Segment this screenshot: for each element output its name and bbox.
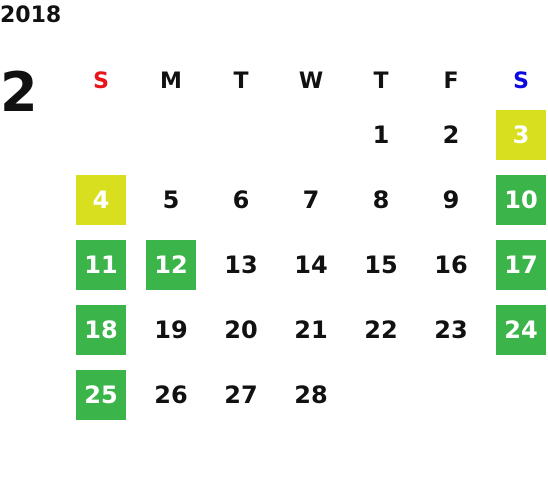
calendar-cell: 3 — [486, 102, 548, 167]
calendar-cell: 11 — [66, 232, 136, 297]
calendar-day[interactable]: 22 — [364, 315, 398, 344]
calendar-cell — [136, 102, 206, 167]
calendar-cell — [206, 102, 276, 167]
month-number: 2 — [0, 61, 38, 124]
calendar-day[interactable]: 24 — [496, 304, 546, 355]
calendar-cell: 16 — [416, 232, 486, 297]
calendar-day[interactable]: 2 — [442, 120, 460, 149]
calendar-day[interactable]: 13 — [224, 250, 258, 279]
calendar-day[interactable]: 21 — [294, 315, 328, 344]
weekday-wednesday: W — [298, 68, 324, 94]
calendar-day[interactable]: 23 — [434, 315, 468, 344]
calendar-cell — [486, 362, 548, 427]
calendar-day[interactable]: 15 — [364, 250, 398, 279]
calendar-cell: 26 — [136, 362, 206, 427]
calendar-cell: 25 — [66, 362, 136, 427]
calendar-day[interactable]: 7 — [302, 185, 320, 214]
calendar-day[interactable]: 4 — [76, 174, 126, 225]
calendar-cell: 7 — [276, 167, 346, 232]
calendar-cell: 19 — [136, 297, 206, 362]
calendar-day[interactable]: 11 — [76, 239, 126, 290]
calendar-cell: 17 — [486, 232, 548, 297]
calendar-cell: 10 — [486, 167, 548, 232]
calendar-cell: 24 — [486, 297, 548, 362]
calendar-cell — [276, 102, 346, 167]
calendar-cell: 12 — [136, 232, 206, 297]
calendar-day[interactable]: 20 — [224, 315, 258, 344]
calendar-cell: 14 — [276, 232, 346, 297]
calendar-day[interactable]: 26 — [154, 380, 188, 409]
weekday-tuesday: T — [233, 68, 249, 94]
calendar-day[interactable]: 17 — [496, 239, 546, 290]
calendar-day[interactable]: 18 — [76, 304, 126, 355]
weekday-sunday: S — [93, 68, 109, 94]
calendar-day[interactable]: 12 — [146, 239, 196, 290]
calendar-day[interactable]: 6 — [232, 185, 250, 214]
calendar-cell: 8 — [346, 167, 416, 232]
calendar-day[interactable]: 10 — [496, 174, 546, 225]
calendar-cell: 28 — [276, 362, 346, 427]
calendar-day[interactable]: 1 — [372, 120, 390, 149]
calendar-cell — [66, 102, 136, 167]
calendar-cell: 15 — [346, 232, 416, 297]
calendar-cell: 21 — [276, 297, 346, 362]
calendar-cell: 9 — [416, 167, 486, 232]
calendar-cell: 20 — [206, 297, 276, 362]
calendar-cell: 23 — [416, 297, 486, 362]
calendar-day[interactable]: 8 — [372, 185, 390, 214]
weekday-monday: M — [160, 68, 182, 94]
calendar-cell — [346, 362, 416, 427]
calendar-cell: 27 — [206, 362, 276, 427]
calendar-day[interactable]: 5 — [162, 185, 180, 214]
calendar-day[interactable]: 28 — [294, 380, 328, 409]
calendar-day[interactable]: 16 — [434, 250, 468, 279]
calendar-cell — [416, 362, 486, 427]
weekday-friday: F — [443, 68, 459, 94]
calendar-day[interactable]: 9 — [442, 185, 460, 214]
calendar-cell: 5 — [136, 167, 206, 232]
weekday-thursday: T — [373, 68, 389, 94]
weekday-saturday: S — [513, 68, 529, 94]
calendar-day[interactable]: 3 — [496, 109, 546, 160]
calendar-cell: 6 — [206, 167, 276, 232]
calendar-cell: 18 — [66, 297, 136, 362]
calendar-cell: 1 — [346, 102, 416, 167]
calendar-cell: 22 — [346, 297, 416, 362]
calendar-day[interactable]: 25 — [76, 369, 126, 420]
calendar-cell: 13 — [206, 232, 276, 297]
calendar-day[interactable]: 19 — [154, 315, 188, 344]
calendar-day[interactable]: 27 — [224, 380, 258, 409]
year-label: 2018 — [0, 3, 62, 28]
calendar-day[interactable]: 14 — [294, 250, 328, 279]
calendar-cell: 2 — [416, 102, 486, 167]
calendar-cell: 4 — [66, 167, 136, 232]
